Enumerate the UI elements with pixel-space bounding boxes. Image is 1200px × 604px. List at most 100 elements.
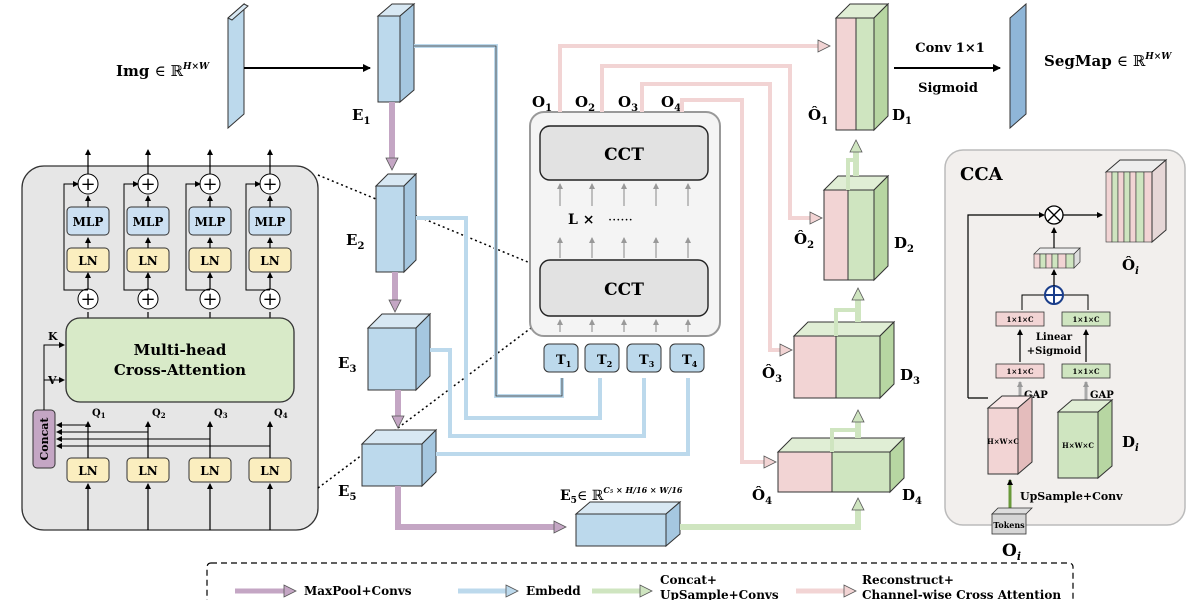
mha-label-2: Cross-Attention [114, 361, 246, 379]
e3-block [367, 327, 417, 391]
legend-concat-1: Concat+ [660, 573, 717, 587]
plus-icon: + [80, 174, 95, 195]
q4-label: Q4 [274, 408, 288, 420]
column-1: LN + LN MLP + [63, 149, 110, 530]
o4-label: O4 [661, 93, 681, 114]
vec-label: 1×1×C [1006, 315, 1033, 324]
vec-label: 1×1×C [1072, 315, 1099, 324]
d1-label: D1 [892, 106, 912, 127]
green-vector-gap [1061, 363, 1111, 379]
d2-label: D2 [894, 234, 914, 255]
q3-label: Q3 [214, 408, 228, 420]
vec-label: 1×1×C [1072, 367, 1099, 376]
img-label: Img ∈ ℝH×W [116, 62, 210, 80]
column-4: LN + LN MLP + [245, 149, 292, 530]
e1-label: E1 [352, 106, 370, 127]
o1hat-label: Ô1 [808, 106, 828, 127]
green-vector-out [1061, 311, 1111, 327]
cct-label-bottom: CCT [604, 280, 644, 300]
token-t2 [584, 343, 620, 373]
legend-embedd: Embedd [526, 584, 581, 598]
o1-label: O1 [532, 93, 552, 114]
ln-label: LN [200, 254, 219, 268]
embed-paths [414, 44, 690, 456]
input-image: Img ∈ ℝH×W [116, 2, 371, 130]
q1-label: Q1 [92, 408, 106, 420]
plus-icon: + [140, 289, 155, 310]
encoder: E1 E2 E3 E5 [338, 2, 567, 534]
e2-label: E2 [346, 231, 364, 252]
column-2: LN + LN MLP + [123, 149, 170, 530]
cube-label: H×W×C [1062, 441, 1094, 450]
bottleneck: E5∈ ℝC₅ × H/16 × W/16 [560, 485, 865, 548]
o4hat-label: Ô4 [752, 486, 772, 507]
green-cube [1057, 411, 1099, 479]
legend-recon-2: Channel-wise Cross Attention [862, 588, 1061, 600]
e5-label: E5 [338, 482, 356, 503]
repeat-label: L × [568, 212, 594, 228]
transformer-detail-panel: LN + LN MLP + LN + LN [21, 149, 319, 531]
e2-block [375, 185, 405, 273]
pink-vector-gap [995, 363, 1045, 379]
ln-label: LN [138, 254, 157, 268]
mlp-label: MLP [195, 215, 226, 229]
legend-concat-2: UpSample+Convs [660, 588, 779, 600]
o3-label: O3 [618, 93, 638, 114]
k-label: K [48, 330, 58, 343]
ln-label: LN [78, 464, 97, 478]
mlp-label: MLP [255, 215, 286, 229]
plus-icon: + [202, 174, 217, 195]
pink-vector-out [995, 311, 1045, 327]
plus-icon: + [80, 289, 95, 310]
cca-ohat-label: Ôi [1122, 256, 1139, 277]
cube-label: H×W×C [987, 437, 1019, 446]
vec-label: 1×1×C [1006, 367, 1033, 376]
t2-label: T2 [597, 353, 612, 369]
t3-label: T3 [639, 353, 655, 369]
legend-recon-1: Reconstruct+ [862, 573, 954, 587]
mlp-label: MLP [73, 215, 104, 229]
token-t4 [669, 343, 705, 373]
e3-label: E3 [338, 354, 356, 375]
plus-icon: + [262, 174, 277, 195]
t1-label: T1 [556, 353, 571, 369]
cca-output-cube [1104, 158, 1168, 244]
cca-di-label: Di [1122, 433, 1139, 454]
mlp-label: MLP [133, 215, 164, 229]
attention-vector [1033, 247, 1081, 269]
ln-label: LN [260, 464, 279, 478]
e5-block [361, 443, 423, 487]
sigmoid-label: Sigmoid [918, 81, 978, 96]
plus-icon: + [262, 289, 277, 310]
gap-label-left: GAP [1024, 390, 1048, 401]
v-label: V [47, 374, 57, 387]
d3-label: D3 [900, 366, 920, 387]
segmap-label: SegMap ∈ ℝH×W [1044, 52, 1172, 70]
upsample-label: UpSample+Conv [1020, 490, 1123, 503]
o2hat-label: Ô2 [794, 230, 814, 251]
repeat-dots: ······ [608, 213, 633, 228]
plus-icon: + [202, 289, 217, 310]
ln-label: LN [78, 254, 97, 268]
segmentation-head: Conv 1×1 Sigmoid SegMap ∈ ℝH×W [894, 2, 1172, 130]
cca-oi-label: Oi [1002, 541, 1021, 563]
concat-label: Concat [38, 417, 51, 461]
mha-label-1: Multi-head [134, 341, 227, 359]
cca-panel: CCA Ôi [944, 149, 1186, 535]
e1-block [377, 15, 401, 103]
cca-title: CCA [960, 164, 1004, 185]
decoder: Ô1 D1 Ô2 D2 Ô3 D3 Ô4 D4 [752, 2, 922, 507]
tokens-box [991, 513, 1027, 535]
o2-label: O2 [575, 93, 595, 114]
ln-label: LN [200, 464, 219, 478]
column-3: LN + LN MLP + [185, 149, 232, 530]
o3hat-label: Ô3 [762, 364, 782, 385]
reconstruct-paths [558, 39, 831, 469]
legend: MaxPool+Convs Embedd Concat+ UpSample+Co… [206, 562, 1074, 604]
linear-sigmoid-label: +Sigmoid [1027, 346, 1081, 357]
mha-box [65, 317, 295, 403]
cct-block-bottom [539, 259, 709, 317]
token-t3 [626, 343, 662, 373]
ln-label: LN [138, 464, 157, 478]
